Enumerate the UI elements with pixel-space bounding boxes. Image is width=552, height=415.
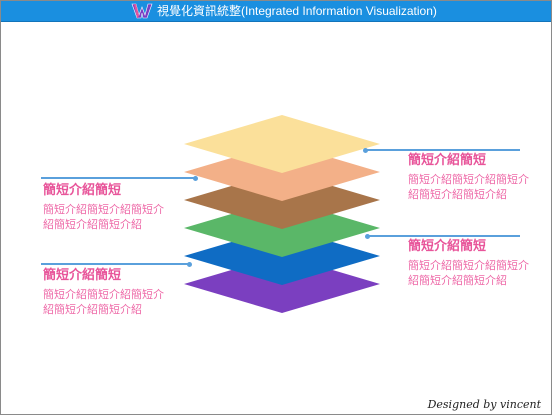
callout-left-bottom: 簡短介紹簡短 簡短介紹簡短介紹簡短介紹簡短介紹簡短介紹 <box>43 268 169 317</box>
title-bar: 視覺化資訊統整(Integrated Information Visualiza… <box>1 1 551 22</box>
callout-right-top: 簡短介紹簡短 簡短介紹簡短介紹簡短介紹簡短介紹簡短介紹 <box>408 153 534 202</box>
page-title: 視覺化資訊統整(Integrated Information Visualiza… <box>157 4 437 18</box>
callout-title: 簡短介紹簡短 <box>43 268 122 283</box>
callout-title: 簡短介紹簡短 <box>408 239 487 254</box>
w-logo-icon <box>131 3 153 19</box>
stack-layer-6 <box>184 115 380 173</box>
connector-right-bottom <box>369 235 520 237</box>
callout-left-top: 簡短介紹簡短 簡短介紹簡短介紹簡短介紹簡短介紹簡短介紹 <box>43 183 169 232</box>
callout-description: 簡短介紹簡短介紹簡短介紹簡短介紹簡短介紹 <box>408 259 529 287</box>
callout-description: 簡短介紹簡短介紹簡短介紹簡短介紹簡短介紹 <box>43 288 164 316</box>
connector-dot-right-top <box>363 147 368 153</box>
connector-left-bottom <box>41 263 189 265</box>
callout-title: 簡短介紹簡短 <box>408 153 487 168</box>
connector-dot-right-bottom <box>365 233 370 239</box>
callout-description: 簡短介紹簡短介紹簡短介紹簡短介紹簡短介紹 <box>408 173 529 201</box>
connector-dot-left-top <box>193 175 198 181</box>
connector-left-top <box>41 177 195 179</box>
callout-title: 簡短介紹簡短 <box>43 183 122 198</box>
callout-description: 簡短介紹簡短介紹簡短介紹簡短介紹簡短介紹 <box>43 203 164 231</box>
connector-dot-left-bottom <box>187 261 192 267</box>
connector-right-top <box>366 149 520 151</box>
signature: Designed by vincent <box>427 398 541 411</box>
callout-right-bottom: 簡短介紹簡短 簡短介紹簡短介紹簡短介紹簡短介紹簡短介紹 <box>408 239 534 288</box>
